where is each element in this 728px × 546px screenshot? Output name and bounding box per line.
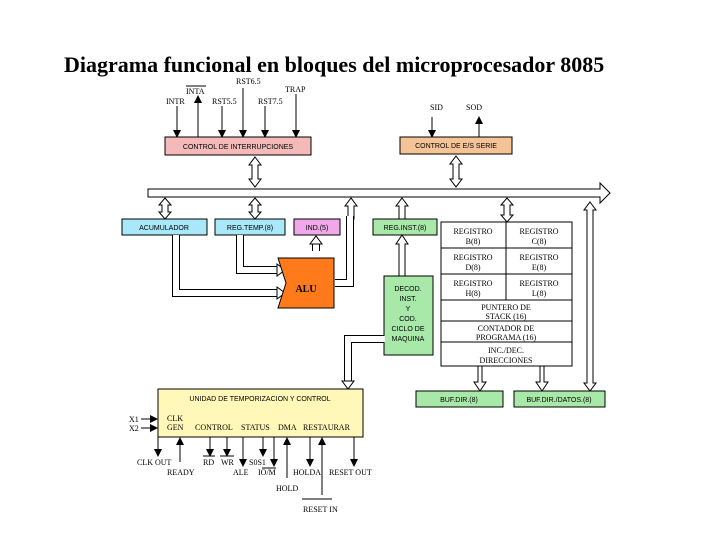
label-x1: X1 (129, 415, 139, 424)
label-s0s1: S0S1 (249, 458, 266, 467)
reg-sp-line2: STACK (16) (486, 312, 527, 321)
reg-l-line2: L(8) (532, 289, 547, 298)
interrupt-control-block (164, 136, 312, 156)
timing-signal-lines (154, 437, 358, 495)
timing-status: STATUS (241, 423, 270, 432)
reg-d-line1: REGISTRO (453, 253, 492, 262)
serial-control-block (399, 136, 513, 155)
reg-b-line1: REGISTRO (453, 227, 492, 236)
label-sod: SOD (466, 103, 482, 112)
accumulator-block (121, 218, 208, 236)
temp-to-alu-path (236, 235, 277, 274)
accumulator-label: ACUMULADOR (139, 225, 189, 232)
interrupt-control-label: CONTROL DE INTERRUPCIONES (183, 144, 294, 151)
serial-control-label: CONTROL DE E/S SERIE (415, 143, 497, 150)
label-io-m: IO/M (258, 468, 276, 477)
regfile-to-data-buffer (535, 365, 549, 392)
label-rst75: RST7.5 (258, 97, 283, 106)
temp-register-block (214, 218, 286, 236)
label-reset-out: RESET OUT (329, 468, 372, 477)
decoder-line-6: MAQUINA (392, 336, 425, 343)
label-intr: INTR (166, 97, 185, 106)
decoder-line-3: Y (406, 306, 411, 313)
instruction-register-block (372, 218, 438, 236)
label-inta: INTA (186, 87, 205, 96)
reg-h-line1: REGISTRO (453, 279, 492, 288)
reg-pc-line1: CONTADOR DE (478, 324, 535, 333)
flags-block (293, 218, 341, 236)
label-clk-out: CLK OUT (137, 458, 172, 467)
bus-connections (157, 155, 515, 223)
timing-control-title: UNIDAD DE TEMPORIZACION Y CONTROL (189, 396, 330, 403)
label-ready: READY (167, 468, 195, 477)
label-reset-in: RESET IN (303, 505, 338, 514)
interrupt-lines (173, 88, 300, 138)
label-x2: X2 (129, 424, 139, 433)
reg-c-line1: REGISTRO (519, 227, 558, 236)
diagram-title: Diagrama funcional en bloques del microp… (64, 52, 605, 77)
reg-e-line1: REGISTRO (519, 253, 558, 262)
reg-inc-line2: DIRECCIONES (480, 356, 533, 365)
label-holda: HOLDA (293, 468, 321, 477)
decoder-line-4: COD. (399, 316, 417, 323)
label-rst65: RST6.5 (236, 77, 261, 86)
label-trap: TRAP (285, 85, 306, 94)
alu-block (277, 257, 335, 309)
timing-control-block (157, 388, 364, 438)
address-buffer-label: BUF.DIR.(8) (440, 397, 478, 404)
clock-input-lines (141, 415, 158, 432)
bus-to-data-buffer (583, 201, 597, 392)
decoder-block (383, 275, 434, 356)
instruction-register-label: REG.INST.(8) (384, 225, 427, 232)
timing-restaurar: RESTAURAR (303, 423, 351, 432)
flags-label: IND.(5) (306, 225, 329, 232)
reg-h-line2: H(8) (465, 289, 480, 298)
timing-control: CONTROL (195, 423, 233, 432)
alu-label: ALU (295, 284, 316, 295)
timing-dma: DMA (278, 423, 297, 432)
reg-b-line2: B(8) (466, 237, 481, 246)
reg-inc-line1: INC./DEC. (488, 346, 524, 355)
register-file (440, 221, 573, 367)
label-wr: WR (221, 458, 235, 467)
reg-d-line2: D(8) (465, 263, 480, 272)
label-sid: SID (430, 103, 443, 112)
address-buffer-block (415, 390, 504, 408)
reg-l-line1: REGISTRO (519, 279, 558, 288)
decoder-line-1: DECOD. (394, 286, 421, 293)
label-rst55: RST5.5 (212, 97, 237, 106)
reg-pc-line2: PROGRAMA (16) (476, 333, 537, 342)
decoder-line-5: CICLO DE (391, 326, 424, 333)
timing-clk: CLK (167, 414, 183, 423)
label-ale: ALE (233, 468, 249, 477)
regfile-to-addr-buffer (473, 365, 487, 392)
data-buffer-block (513, 390, 606, 408)
serial-lines (428, 116, 483, 138)
temp-register-label: REG.TEMP.(8) (227, 225, 273, 232)
internal-data-bus (147, 181, 611, 205)
data-buffer-label: BUF.DIR./DATOS.(8) (526, 397, 591, 404)
decoder-line-2: INST. (399, 296, 416, 303)
inst-to-decoder-path (395, 234, 409, 277)
timing-gen: GEN (167, 423, 184, 432)
decoder-to-timing-path (344, 335, 384, 381)
label-hold: HOLD (276, 484, 298, 493)
reg-c-line2: C(8) (532, 237, 547, 246)
label-rd: RD (203, 458, 214, 467)
reg-sp-line1: PUNTERO DE (481, 303, 531, 312)
acc-to-alu-path (172, 235, 277, 297)
signal-overbars (203, 455, 332, 500)
reg-e-line2: E(8) (532, 263, 547, 272)
